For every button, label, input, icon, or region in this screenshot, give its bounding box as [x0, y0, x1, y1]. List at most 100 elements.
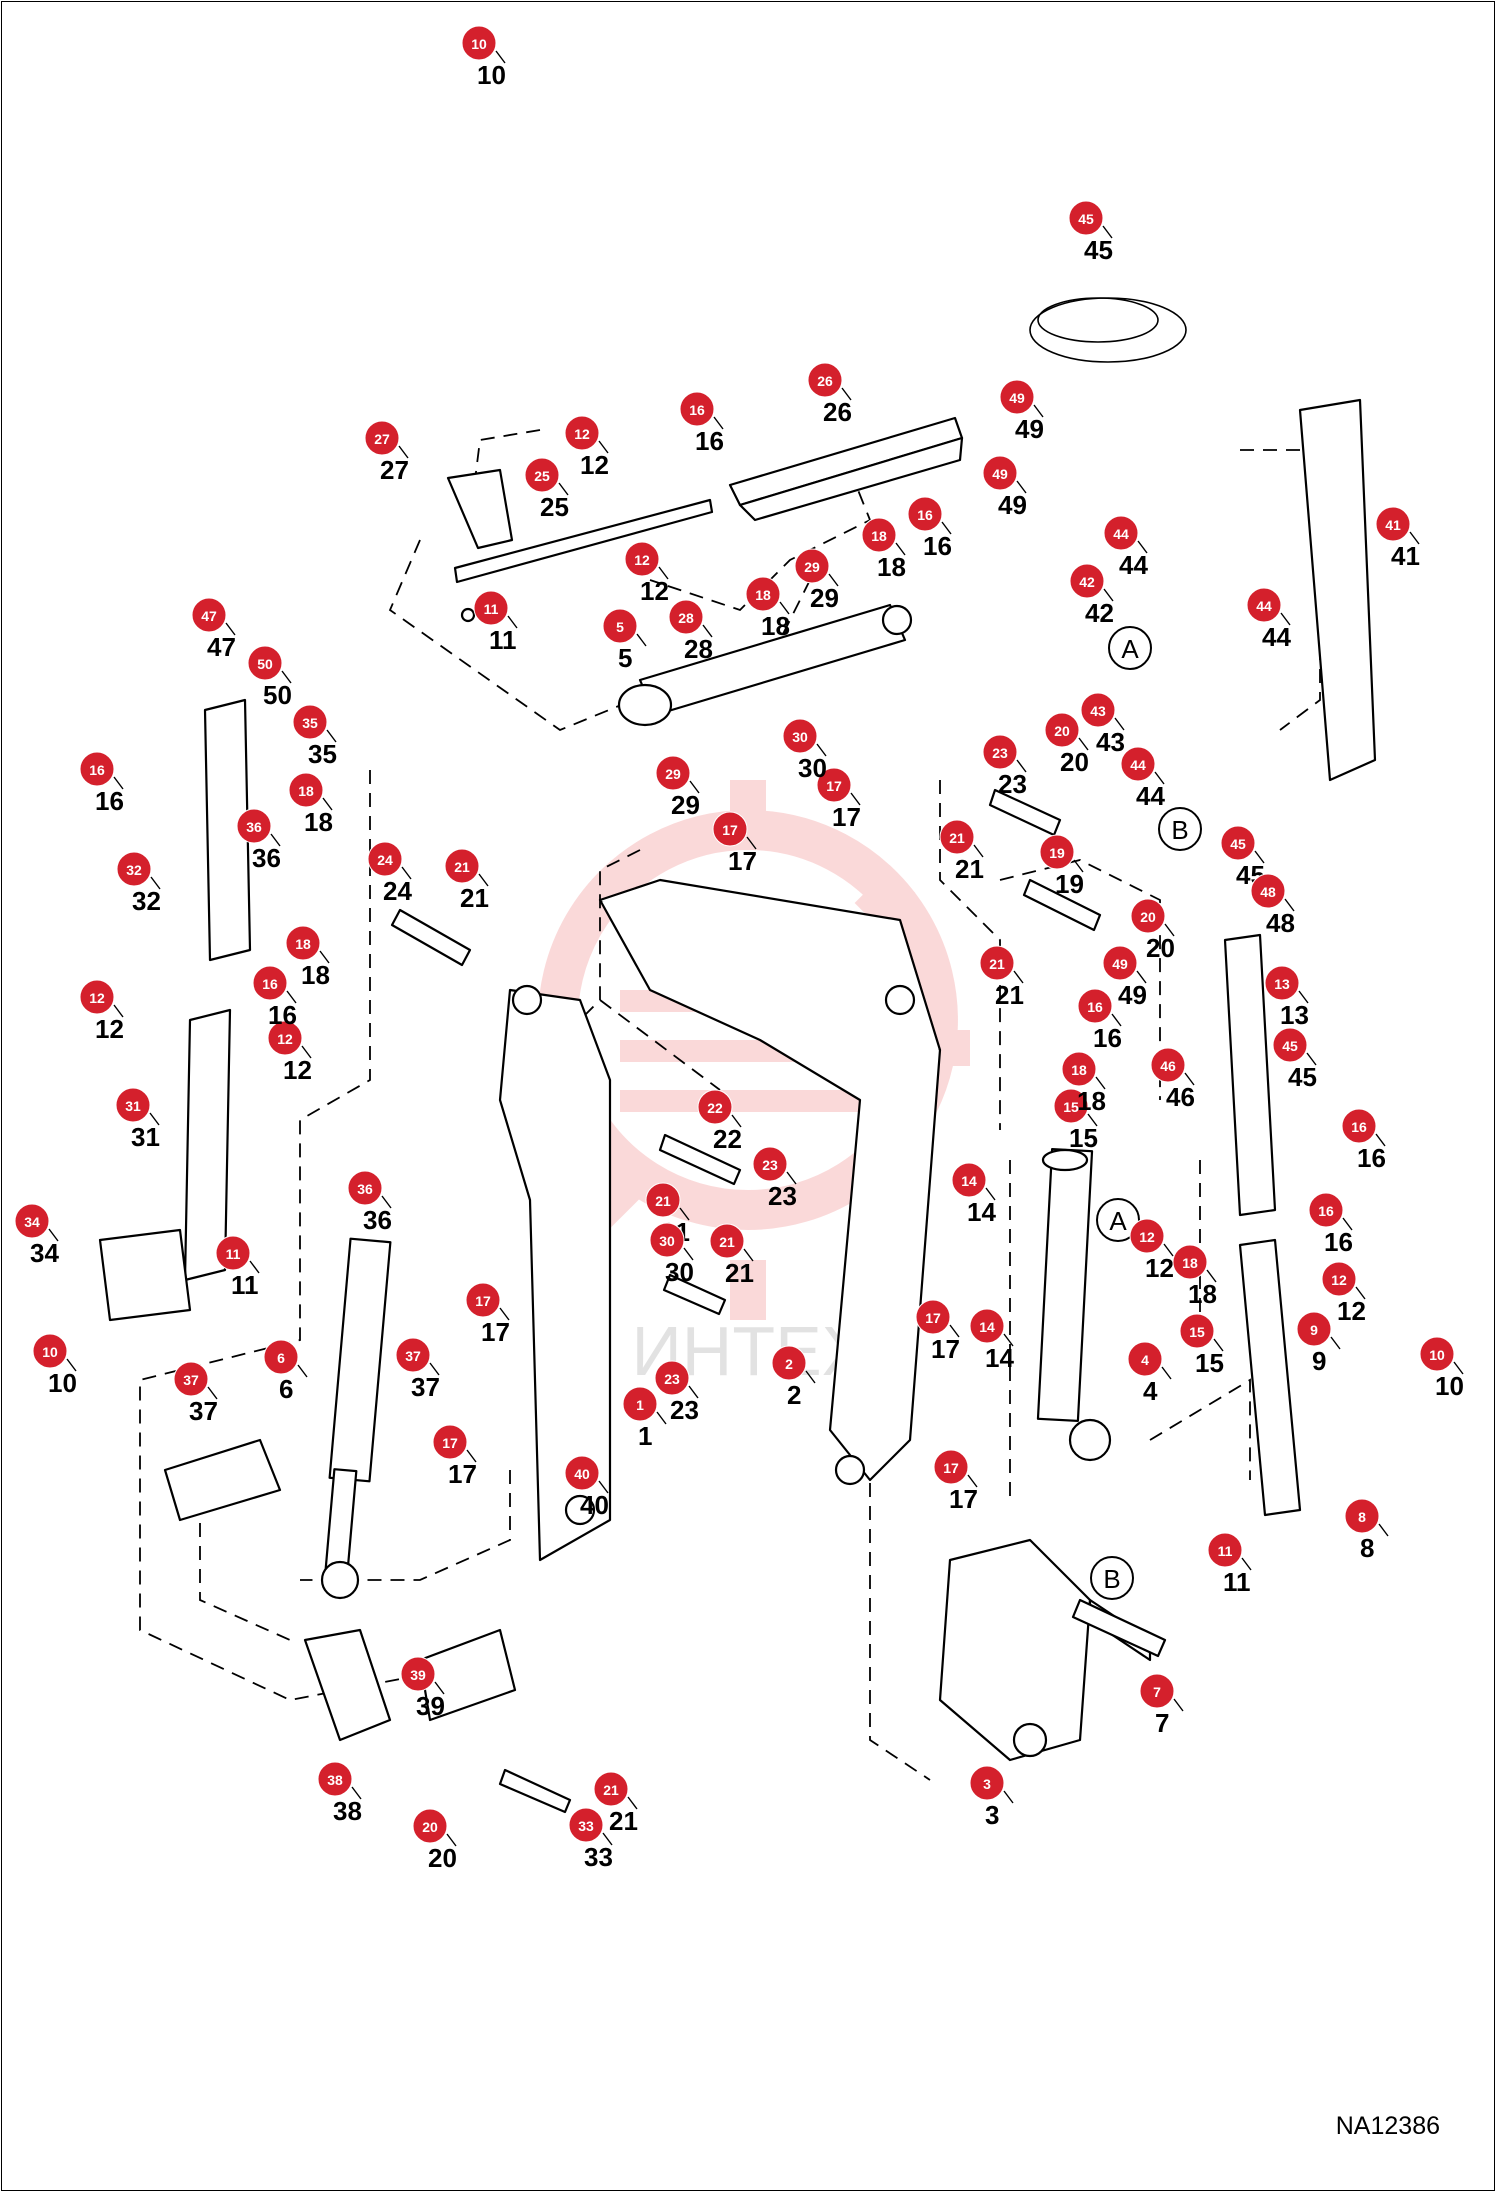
- ref-marker-b-lower: B: [1090, 1556, 1134, 1600]
- callout-badge: [1344, 1498, 1380, 1534]
- callout-leader: [602, 1832, 613, 1846]
- callout-badge-number: 45: [1078, 211, 1094, 227]
- callout-badge-number: 11: [484, 601, 499, 617]
- left-cylinder: [320, 1237, 392, 1600]
- callout-badge-number: 21: [603, 1782, 619, 1798]
- callout-badge: [116, 851, 152, 887]
- callout-badge-number: 20: [1054, 723, 1070, 739]
- callout-label: 12: [640, 576, 669, 606]
- callout-badge: [933, 1449, 969, 1485]
- callout-leader: [658, 566, 669, 580]
- callout-badge-number: 16: [1318, 1203, 1334, 1219]
- callout-leader: [401, 866, 412, 880]
- callout-label: 35: [308, 739, 337, 769]
- callout-leader: [150, 876, 161, 890]
- callout-badge-number: 30: [659, 1233, 675, 1249]
- callout-leader: [967, 1474, 978, 1488]
- callout-label: 16: [268, 1000, 297, 1030]
- callout-badge-number: 39: [410, 1667, 426, 1683]
- callout-badge: [1127, 1341, 1163, 1377]
- callout-leader: [689, 780, 700, 794]
- callout-label: 6: [279, 1374, 293, 1404]
- upper-cross-bar: [446, 416, 964, 623]
- callout-label: 21: [995, 980, 1024, 1010]
- callout-leader: [351, 1786, 362, 1800]
- callout-label: 45: [1084, 235, 1113, 265]
- callout-6: 66: [263, 1339, 308, 1404]
- callout-badge-number: 21: [454, 859, 470, 875]
- callout-badge-number: 27: [374, 431, 390, 447]
- callout-leader: [828, 573, 839, 587]
- callout-leader: [113, 1004, 124, 1018]
- callout-leader: [985, 1187, 996, 1201]
- boom-cylinder-top: [617, 603, 913, 727]
- callout-badge-number: 49: [992, 466, 1008, 482]
- callout-badge: [32, 1333, 68, 1369]
- callout-label: 49: [998, 490, 1027, 520]
- callout-label: 30: [665, 1257, 694, 1287]
- callout-badge-number: 12: [1331, 1272, 1347, 1288]
- callout-badge: [1068, 200, 1104, 236]
- callout-leader: [598, 1480, 609, 1494]
- callout-badge-number: 10: [1429, 1347, 1445, 1363]
- callout-leader: [895, 542, 906, 556]
- callout-badge: [395, 1337, 431, 1373]
- callout-label: 15: [1195, 1348, 1224, 1378]
- callout-label: 22: [713, 1124, 742, 1154]
- callout-badge-number: 47: [201, 608, 217, 624]
- callout-label: 14: [967, 1197, 996, 1227]
- callout-badge: [1264, 965, 1300, 1001]
- callout-badge-number: 16: [917, 507, 933, 523]
- callout-leader: [656, 1411, 667, 1425]
- callout-label: 9: [1312, 1346, 1326, 1376]
- callout-label: 23: [670, 1395, 699, 1425]
- callout-leader: [270, 833, 281, 847]
- callout-label: 3: [985, 1800, 999, 1830]
- callout-label: 11: [231, 1270, 259, 1300]
- callout-leader: [558, 482, 569, 496]
- callout-badge: [432, 1424, 468, 1460]
- callout-badge-number: 45: [1230, 836, 1246, 852]
- callout-leader: [973, 844, 984, 858]
- callout-leader: [949, 1324, 960, 1338]
- callout-label: 13: [1280, 1000, 1309, 1030]
- callout-badge-number: 44: [1113, 526, 1129, 542]
- callout-badge: [969, 1765, 1005, 1801]
- callout-leader: [1378, 1523, 1389, 1537]
- callout-leader: [319, 950, 330, 964]
- callout-badge: [1103, 515, 1139, 551]
- callout-leader: [113, 776, 124, 790]
- callout-badge: [816, 767, 852, 803]
- callout-badge: [1207, 1532, 1243, 1568]
- callout-leader: [679, 1207, 690, 1221]
- callout-label: 18: [877, 552, 906, 582]
- callout-label: 21: [460, 883, 489, 913]
- callout-label: 16: [1357, 1143, 1386, 1173]
- callout-label: 16: [695, 426, 724, 456]
- callout-badge: [668, 599, 704, 635]
- callout-badge-number: 7: [1153, 1684, 1161, 1700]
- callout-label: 11: [1223, 1567, 1251, 1597]
- callout-leader: [1298, 990, 1309, 1004]
- callout-badge: [654, 1360, 690, 1396]
- callout-badge: [982, 455, 1018, 491]
- callout-badge-number: 21: [719, 1234, 735, 1250]
- svg-text:B: B: [1103, 1564, 1120, 1594]
- callout-label: 20: [1146, 933, 1175, 963]
- callout-label: 32: [132, 886, 161, 916]
- part-callouts: 1122334455667788991010101010101111111111…: [14, 25, 1464, 1873]
- ref-marker-b-upper: B: [1158, 807, 1202, 851]
